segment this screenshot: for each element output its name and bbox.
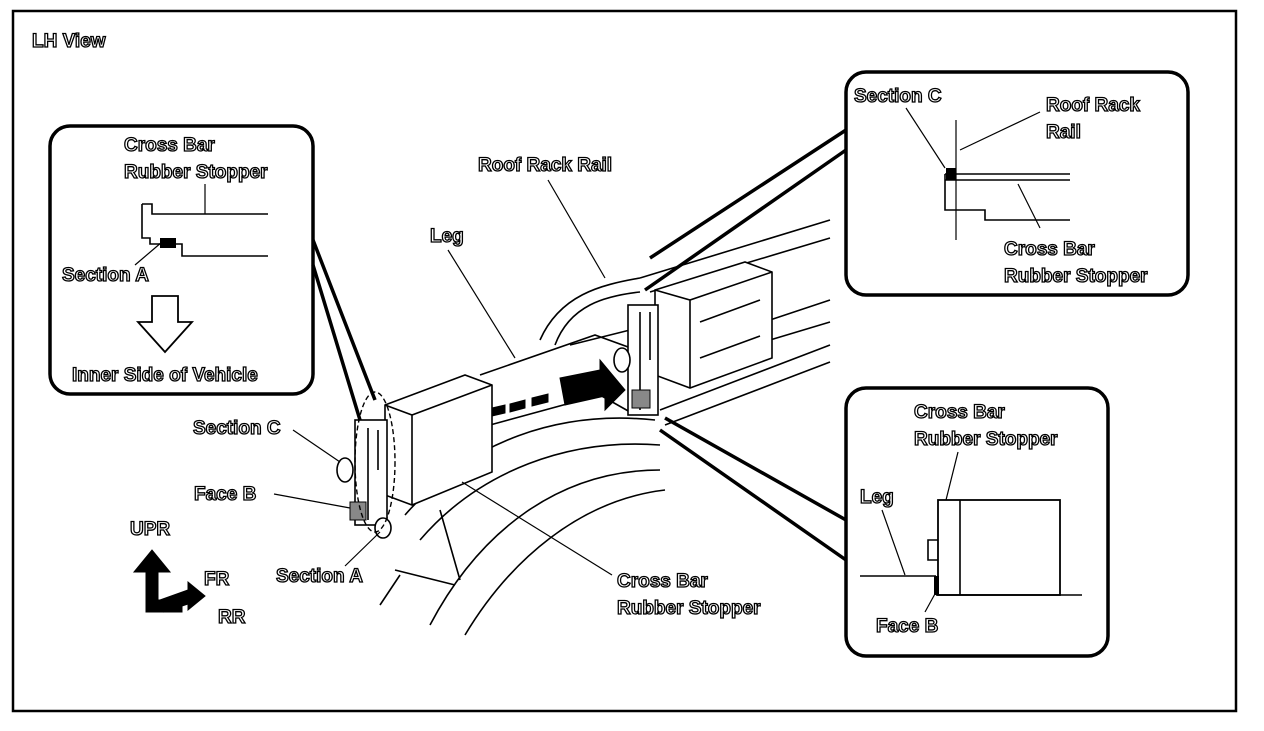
leader-section-a-left — [134, 241, 163, 266]
rail-mid-line — [769, 299, 831, 321]
label-section-c-top: Section C — [854, 86, 942, 107]
far-stopper-edges — [654, 271, 773, 388]
far-stopper-body — [654, 261, 773, 389]
label-roof-rack-rail: Roof Rack Rail — [478, 155, 612, 176]
face-b-block-detail — [927, 500, 961, 595]
slide-dash-1 — [491, 404, 506, 417]
label-roof-rack-2: Rail — [1046, 122, 1081, 143]
leader-face-b-main — [273, 493, 351, 509]
detail-box-left-frame — [48, 124, 315, 396]
orientation-indicator: UPR FR RR — [129, 518, 246, 628]
face-b-baseline — [860, 575, 1082, 596]
far-stopper-lines — [699, 299, 761, 359]
front-rear-arrow-icon — [159, 580, 206, 613]
detail-box-face-b: Cross Bar Rubber Stopper Leg Face B — [658, 386, 1110, 658]
leader-cross-bar-top-right — [1017, 183, 1041, 229]
label-section-c-main: Section C — [193, 418, 281, 439]
detail-box-top-right-callout — [643, 128, 848, 292]
detail-box-bottom-right-callout — [658, 416, 848, 562]
leader-cross-bar-bottom-right — [945, 451, 959, 501]
label-cross-bar-top-right-1: Cross Bar — [1004, 239, 1095, 260]
rail-arch-inner — [554, 291, 641, 346]
detail-box-top-right-frame — [844, 70, 1190, 297]
near-stopper-flange-detail — [367, 428, 379, 520]
main-labels: Roof Rack Rail Leg Section C Face B Sect… — [192, 154, 761, 619]
leader-roof-rack — [959, 111, 1041, 151]
far-face-b-patch — [631, 389, 651, 409]
label-roof-rack-1: Roof Rack — [1046, 95, 1140, 116]
label-rr: RR — [218, 607, 246, 628]
detail-box-section-c: Section C Roof Rack Rail Cross Bar Rubbe… — [643, 70, 1190, 297]
slide-arrow-icon — [559, 358, 626, 412]
label-cross-bar-bottom-right-2: Rubber Stopper — [914, 429, 1058, 450]
rail-arch-outer — [539, 277, 641, 341]
slide-dash-3 — [531, 393, 549, 407]
rail-top-line — [639, 219, 831, 279]
label-cross-bar-main-1: Cross Bar — [617, 571, 708, 592]
near-stopper-edges — [384, 384, 493, 505]
detail-circle — [354, 391, 396, 533]
face-b-mark — [934, 576, 939, 595]
leader-section-a-main — [344, 531, 381, 567]
label-inner-side-of-vehicle: Inner Side of Vehicle — [72, 365, 258, 386]
label-leg-main: Leg — [430, 226, 464, 247]
detail-box-left-callout — [311, 239, 377, 421]
body-curve-3 — [429, 469, 661, 626]
view-title: LH View — [32, 31, 106, 52]
near-section-c-nub — [336, 457, 354, 483]
leader-leg-main — [447, 249, 516, 359]
leader-cross-bar-main — [461, 481, 613, 576]
slide-dash-2 — [509, 399, 526, 413]
leader-face-b-right — [924, 591, 937, 613]
label-cross-bar-left-1: Cross Bar — [124, 135, 215, 156]
label-cross-bar-bottom-right-1: Cross Bar — [914, 402, 1005, 423]
near-stopper-body — [384, 374, 493, 506]
label-face-b-right: Face B — [876, 616, 938, 637]
label-section-a-left: Section A — [62, 265, 149, 286]
rail-lower-line — [659, 344, 831, 411]
rail-lower-line-2 — [664, 361, 831, 426]
detail-box-section-a: Cross Bar Rubber Stopper Section A Inner… — [48, 124, 377, 421]
body-curve-4 — [464, 489, 666, 636]
near-stopper-flange — [354, 419, 388, 526]
label-upr: UPR — [130, 519, 170, 540]
rail-mid-line-2 — [769, 321, 831, 341]
leader-roof-rack-rail — [547, 179, 606, 279]
label-fr: FR — [204, 569, 230, 590]
label-face-b-main: Face B — [194, 484, 256, 505]
face-b-block — [937, 499, 1061, 596]
body-detail-lines — [379, 509, 461, 606]
leg-inner — [569, 329, 631, 346]
leader-section-c-top — [905, 107, 946, 169]
section-c-mark — [946, 168, 956, 180]
label-cross-bar-left-2: Rubber Stopper — [124, 162, 268, 183]
label-cross-bar-main-2: Rubber Stopper — [617, 598, 761, 619]
far-section-c-nub — [613, 347, 631, 373]
outer-frame — [11, 9, 1238, 713]
section-c-profile — [944, 173, 1070, 221]
section-a-profile — [141, 203, 268, 257]
label-section-a-main: Section A — [276, 566, 363, 587]
inner-side-arrow-icon — [135, 295, 195, 354]
section-a-mark — [160, 238, 176, 248]
main-illustration — [336, 219, 831, 636]
body-curve-2 — [419, 443, 661, 541]
leader-leg-right — [881, 509, 906, 576]
near-face-b-patch — [349, 501, 367, 521]
label-leg-right: Leg — [860, 487, 894, 508]
label-cross-bar-top-right-2: Rubber Stopper — [1004, 266, 1148, 287]
leader-section-c-main — [292, 429, 341, 463]
